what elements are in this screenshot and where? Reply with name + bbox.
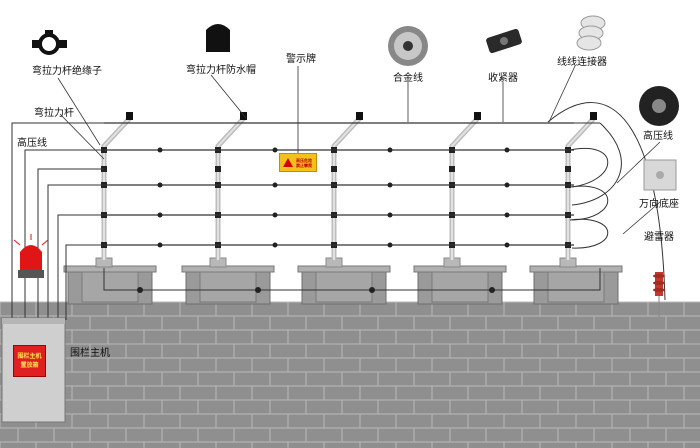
leader-lines <box>57 65 661 235</box>
fence-wires <box>104 122 574 248</box>
label-alloy-wire: 合金线 <box>393 73 423 84</box>
cap-icon <box>206 24 230 52</box>
wire-spool-icon <box>388 26 428 66</box>
label-lightning-arrester: 避雷器 <box>644 232 674 243</box>
host-box-line-2: 置放箱 <box>20 362 39 369</box>
warning-sign: 高压危险 禁止攀爬 <box>279 153 317 172</box>
label-wire-connector: 线线连接器 <box>557 57 607 68</box>
alarm-light-icon <box>13 234 49 278</box>
sign-line-1: 高压危险 <box>296 157 312 163</box>
insulator-icon <box>32 30 67 55</box>
sign-line-2: 禁止攀爬 <box>296 162 312 168</box>
label-universal-base: 万向底座 <box>639 199 679 210</box>
warning-triangle-icon <box>283 158 293 167</box>
label-tensioner: 收紧器 <box>488 73 518 84</box>
ground-link-wire <box>103 268 601 293</box>
base-icon <box>643 159 677 191</box>
label-hv-wire-left: 高压线 <box>17 138 47 149</box>
connector-icon <box>576 15 606 51</box>
host-box-label: 围栏主机 置放箱 <box>13 345 46 377</box>
label-warning-sign: 警示牌 <box>286 54 316 65</box>
pillars <box>63 265 623 305</box>
fence-poles <box>95 112 597 268</box>
tensioner-icon <box>486 28 522 54</box>
label-insulator: 弯拉力杆绝缘子 <box>32 66 102 77</box>
label-hv-wire-right: 高压线 <box>643 131 673 142</box>
end-loops <box>547 102 666 301</box>
hv-wire-roll-icon <box>639 86 679 126</box>
label-waterproof-cap: 弯拉力杆防水帽 <box>186 65 256 76</box>
label-fence-host: 围栏主机 <box>70 348 110 359</box>
arrester-icon <box>653 272 665 318</box>
host-box-line-1: 围栏主机 <box>17 353 42 360</box>
brick-wall <box>0 301 700 448</box>
label-bent-pole: 弯拉力杆 <box>34 108 74 119</box>
